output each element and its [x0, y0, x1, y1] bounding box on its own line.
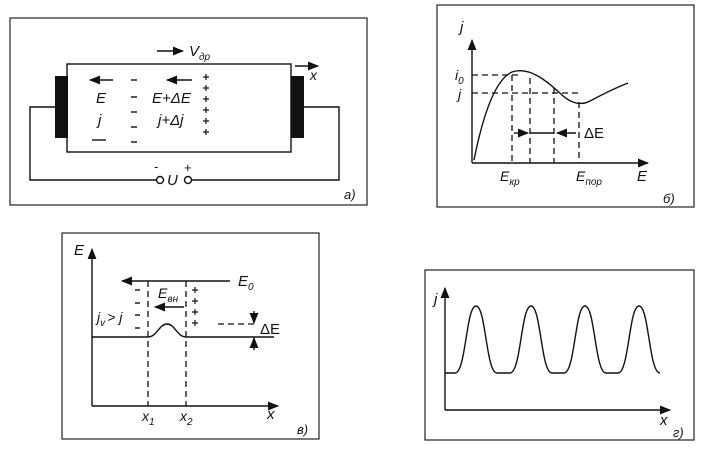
panel-v-tag: в)	[297, 422, 308, 437]
v-x2-label: x2	[179, 408, 193, 428]
terminal-plus	[183, 175, 193, 185]
panel-b-frame	[436, 4, 695, 208]
b-current-curve	[473, 70, 629, 161]
v-plus-charges	[192, 287, 198, 326]
panel-a: U - + Vдр x E E+ΔE j j+Δj	[9, 17, 368, 206]
circuit-wire-right	[190, 106, 340, 181]
b-i0-label: i0	[455, 67, 464, 87]
b-ekr-label: Eкр	[500, 168, 520, 188]
current-j-label: j	[96, 112, 102, 129]
voltage-label: U	[167, 172, 178, 189]
v-y-label: E	[74, 242, 85, 259]
plus-charges	[203, 74, 209, 135]
field-E-label: E	[96, 90, 107, 107]
circuit-wire-left	[29, 106, 156, 181]
v-Evn-label: Eвн	[158, 285, 179, 305]
panel-v-frame	[61, 232, 320, 440]
minus-charges	[131, 79, 137, 143]
v-x1-label: x1	[141, 408, 155, 428]
panel-g-tag: г)	[673, 425, 684, 440]
panel-g: j x г)	[424, 269, 695, 441]
b-j-label: j	[456, 86, 462, 102]
g-y-label: j	[432, 291, 438, 308]
b-epor-label: Eпор	[576, 168, 602, 188]
b-y-label: j	[458, 19, 464, 36]
v-E0-label: E0	[238, 273, 254, 293]
v-field-profile	[92, 323, 274, 338]
right-contact	[291, 76, 304, 138]
current-j-plus-dj-label: j+Δj	[156, 112, 184, 129]
drift-velocity-label: Vдр	[189, 43, 211, 63]
terminal-plus-sign: +	[184, 160, 192, 175]
panel-v: E x E0 Eвн ΔE jv> j x1 x2 в)	[61, 232, 320, 440]
panel-b-tag: б)	[663, 191, 675, 206]
b-delta-label: ΔE	[584, 125, 604, 142]
terminal-minus	[155, 175, 165, 185]
v-delta-label: ΔE	[260, 321, 280, 338]
v-minus-charges	[135, 289, 140, 329]
b-x-label: E	[637, 168, 648, 185]
panel-a-frame	[9, 17, 368, 206]
semiconductor-bar	[66, 63, 292, 153]
x-axis-label: x	[309, 67, 318, 83]
panel-b: j E i0 j ΔE Eкр Eпор б)	[436, 4, 695, 208]
g-oscillation-curve	[445, 305, 661, 374]
g-x-label: x	[659, 412, 668, 429]
v-x-label: x	[266, 406, 275, 423]
v-jv-label: jv> j	[95, 309, 123, 329]
panel-g-frame	[424, 269, 695, 441]
field-E-plus-dE-label: E+ΔE	[152, 90, 192, 107]
left-contact	[55, 76, 68, 138]
panel-a-tag: а)	[344, 187, 356, 202]
terminal-minus-sign: -	[154, 159, 158, 174]
